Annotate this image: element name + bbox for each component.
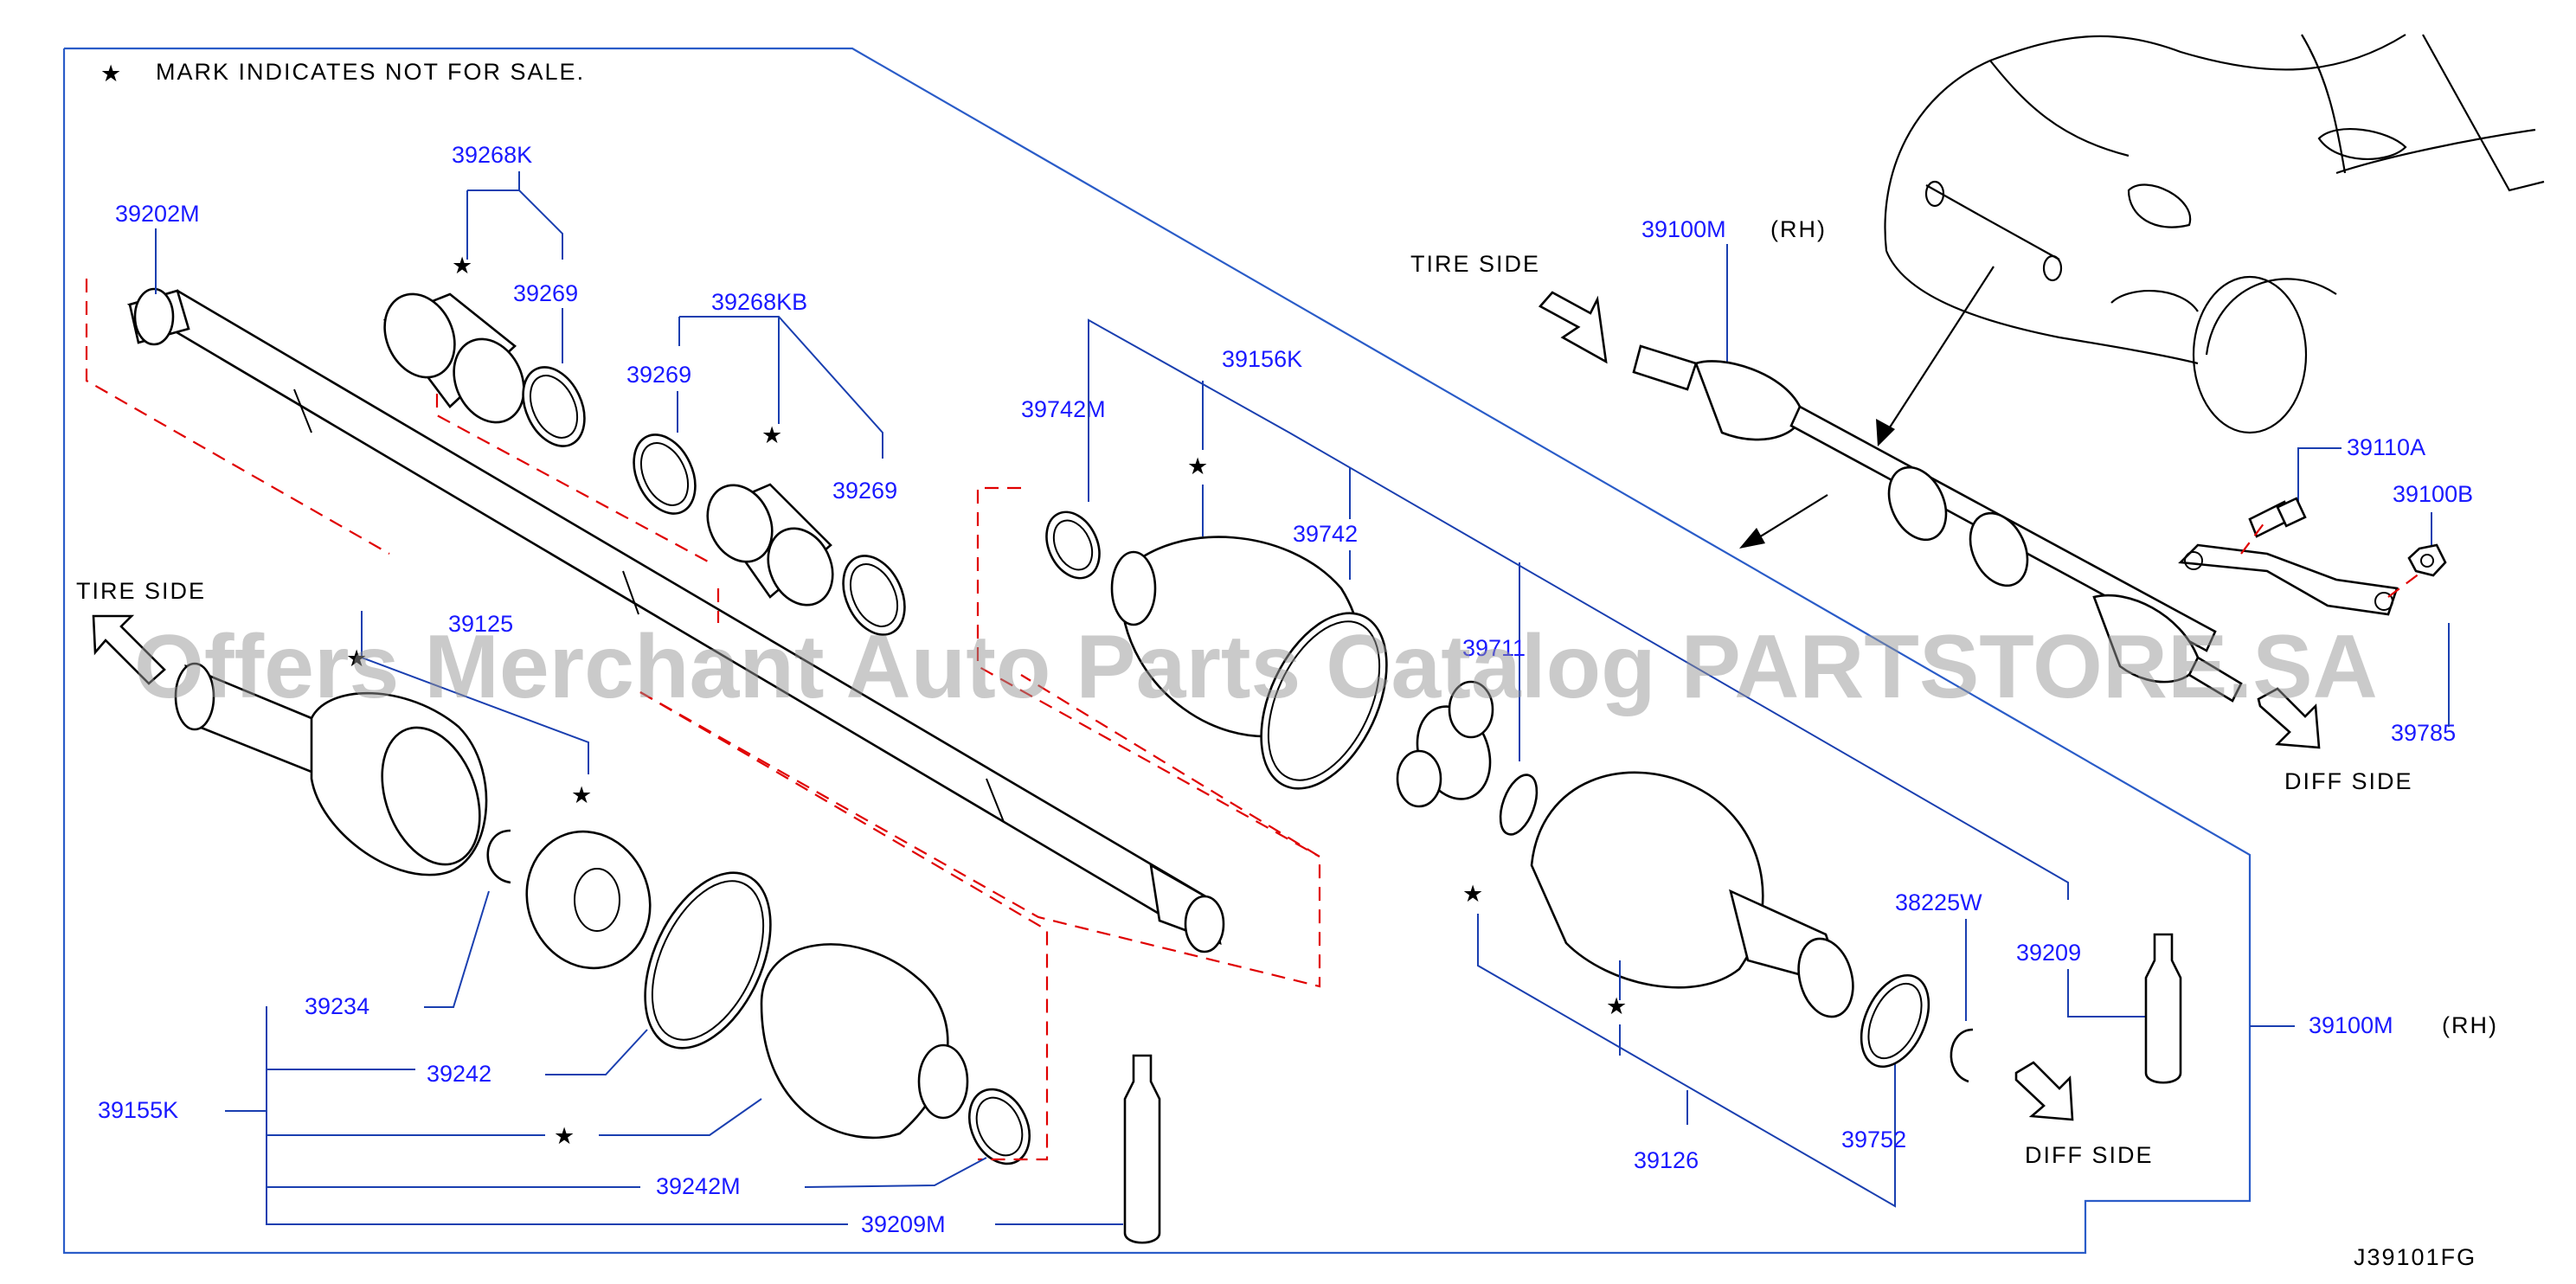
part-label-39268k[interactable]: 39268K — [452, 142, 532, 168]
diff-side-bottom-label: DIFF SIDE — [2025, 1142, 2154, 1168]
part-label-39269-a[interactable]: 39269 — [513, 280, 578, 306]
vehicle-outline — [1884, 34, 2545, 434]
seal-39752[interactable] — [1848, 965, 1943, 1077]
diagram-code: J39101FG — [2354, 1244, 2476, 1270]
part-label-39202m[interactable]: 39202M — [115, 201, 200, 227]
not-for-sale-star: ★ — [1606, 993, 1628, 1019]
part-label-39711[interactable]: 39711 — [1462, 635, 1526, 661]
grease-tube-39209m[interactable] — [1123, 1054, 1161, 1244]
band-39242[interactable] — [620, 853, 796, 1068]
not-for-sale-star: ★ — [1187, 453, 1210, 479]
part-label-39785[interactable]: 39785 — [2391, 720, 2456, 746]
band-39742-large[interactable] — [1236, 594, 1412, 808]
tire-side-right-label: TIRE SIDE — [1410, 251, 1540, 277]
part-label-39110a[interactable]: 39110A — [2347, 434, 2425, 460]
diff-side-right-arrow — [2257, 687, 2321, 749]
spider-assembly-39711[interactable] — [1396, 680, 1502, 809]
assembled-driveshaft-39100m[interactable] — [1632, 344, 2243, 703]
part-label-39269-b[interactable]: 39269 — [626, 362, 691, 388]
part-label-39100b[interactable]: 39100B — [2393, 481, 2473, 507]
outer-joint-39125[interactable] — [174, 662, 498, 878]
dashed-guide-shaft — [85, 279, 390, 555]
nut-39100b[interactable] — [2407, 543, 2447, 577]
part-label-39100m-right[interactable]: 39100M — [2309, 1012, 2393, 1038]
snap-ring-center[interactable] — [1494, 770, 1544, 839]
not-for-sale-star: ★ — [571, 782, 594, 808]
assembly-frame — [62, 47, 2252, 1255]
not-for-sale-star: ★ — [346, 645, 369, 671]
inner-joint-39125[interactable] — [508, 814, 669, 985]
part-label-39242m[interactable]: 39242M — [656, 1173, 741, 1199]
part-label-39209m[interactable]: 39209M — [861, 1211, 946, 1237]
band-39269-a[interactable] — [511, 357, 597, 456]
boot-kit-39268kb[interactable] — [696, 475, 845, 616]
dashed-guide-shaft-end — [639, 674, 1321, 988]
diff-side-bottom-arrow — [2014, 1061, 2074, 1121]
grease-tube-39209[interactable] — [2144, 933, 2182, 1084]
not-for-sale-star: ★ — [100, 61, 123, 87]
part-label-39269-c[interactable]: 39269 — [832, 478, 897, 504]
not-for-sale-star: ★ — [452, 253, 474, 279]
band-39742m[interactable] — [1037, 504, 1110, 587]
band-39269-b[interactable] — [622, 425, 708, 523]
tire-side-left-arrow — [92, 614, 166, 685]
part-label-39125[interactable]: 39125 — [448, 611, 513, 637]
not-for-sale-star: ★ — [1462, 881, 1485, 907]
part-label-39126[interactable]: 39126 — [1634, 1147, 1699, 1173]
diff-side-right-label: DIFF SIDE — [2284, 768, 2413, 794]
boot-39242m[interactable] — [760, 943, 969, 1140]
rh-qualifier-top: (RH) — [1770, 216, 1827, 242]
tire-side-left-label: TIRE SIDE — [76, 578, 206, 604]
part-label-39234[interactable]: 39234 — [305, 993, 369, 1019]
tire-side-right-arrow — [1538, 291, 1608, 364]
band-39209m-clamp[interactable] — [958, 1080, 1041, 1174]
rh-qualifier-right: (RH) — [2442, 1012, 2498, 1038]
shaft-39202m[interactable] — [126, 287, 1225, 953]
part-label-39742m[interactable]: 39742M — [1021, 396, 1106, 422]
direction-arrow — [1754, 494, 1828, 541]
bracket-39785[interactable] — [2178, 543, 2399, 616]
not-for-sale-star: ★ — [761, 422, 784, 448]
not-for-sale-star: ★ — [554, 1123, 576, 1149]
snap-ring-38225w[interactable] — [1950, 1028, 1974, 1083]
part-label-39742[interactable]: 39742 — [1293, 521, 1358, 547]
part-label-39209[interactable]: 39209 — [2016, 940, 2081, 966]
car-to-shaft-arrow — [1885, 266, 1995, 433]
part-label-39155k[interactable]: 39155K — [98, 1097, 178, 1123]
part-label-39156k[interactable]: 39156K — [1222, 346, 1302, 372]
boot-kit-39268k[interactable] — [371, 283, 536, 434]
housing-39126[interactable] — [1530, 771, 1861, 1023]
part-label-39752[interactable]: 39752 — [1841, 1127, 1906, 1152]
part-label-39100m-top[interactable]: 39100M — [1641, 216, 1726, 242]
watermark: Offers Merchant Auto Parts Catalog PARTS… — [134, 617, 2378, 717]
band-39269-c[interactable] — [832, 546, 917, 645]
part-label-39242[interactable]: 39242 — [427, 1061, 491, 1087]
part-label-38225w[interactable]: 38225W — [1895, 889, 1982, 915]
part-label-39268kb[interactable]: 39268KB — [711, 289, 807, 315]
notice-text: MARK INDICATES NOT FOR SALE. — [156, 59, 585, 85]
snap-ring-39234[interactable] — [486, 829, 511, 884]
